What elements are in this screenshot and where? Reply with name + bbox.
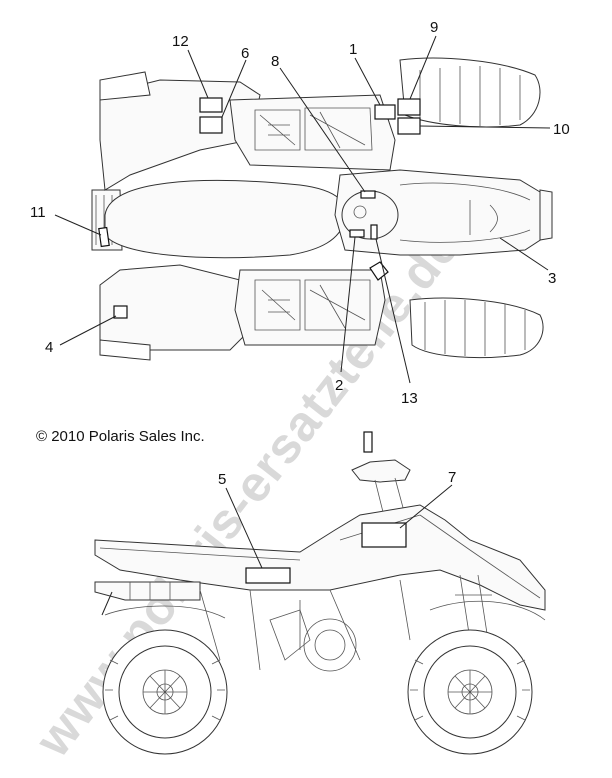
decal-6 <box>199 116 223 134</box>
copyright-text: © 2010 Polaris Sales Inc. <box>36 428 205 445</box>
callout-10: 10 <box>553 121 570 138</box>
callout-4: 4 <box>45 339 53 356</box>
callout-11: 11 <box>30 204 46 221</box>
decal-top-small <box>363 431 373 453</box>
decal-10 <box>397 117 421 135</box>
callout-2: 2 <box>335 377 343 394</box>
atv-side-view <box>94 431 546 755</box>
callout-5: 5 <box>218 471 226 488</box>
decal-13 <box>370 224 378 240</box>
atv-top-view <box>54 35 553 384</box>
decal-1 <box>374 104 396 120</box>
decal-11 <box>98 226 110 248</box>
decal-9 <box>397 98 421 116</box>
callout-12: 12 <box>172 33 189 50</box>
callout-9: 9 <box>430 19 438 36</box>
decal-13-mark <box>369 261 389 281</box>
callout-6: 6 <box>241 45 249 62</box>
callout-8: 8 <box>271 53 279 70</box>
callout-13: 13 <box>401 390 418 407</box>
decal-5 <box>245 567 291 584</box>
decal-4 <box>113 305 128 319</box>
decal-2 <box>349 229 365 238</box>
decal-7 <box>361 522 407 548</box>
decal-8 <box>360 190 376 199</box>
callout-1: 1 <box>349 41 357 58</box>
callout-7: 7 <box>448 469 456 486</box>
decal-12 <box>199 97 223 113</box>
callout-3: 3 <box>548 270 556 287</box>
